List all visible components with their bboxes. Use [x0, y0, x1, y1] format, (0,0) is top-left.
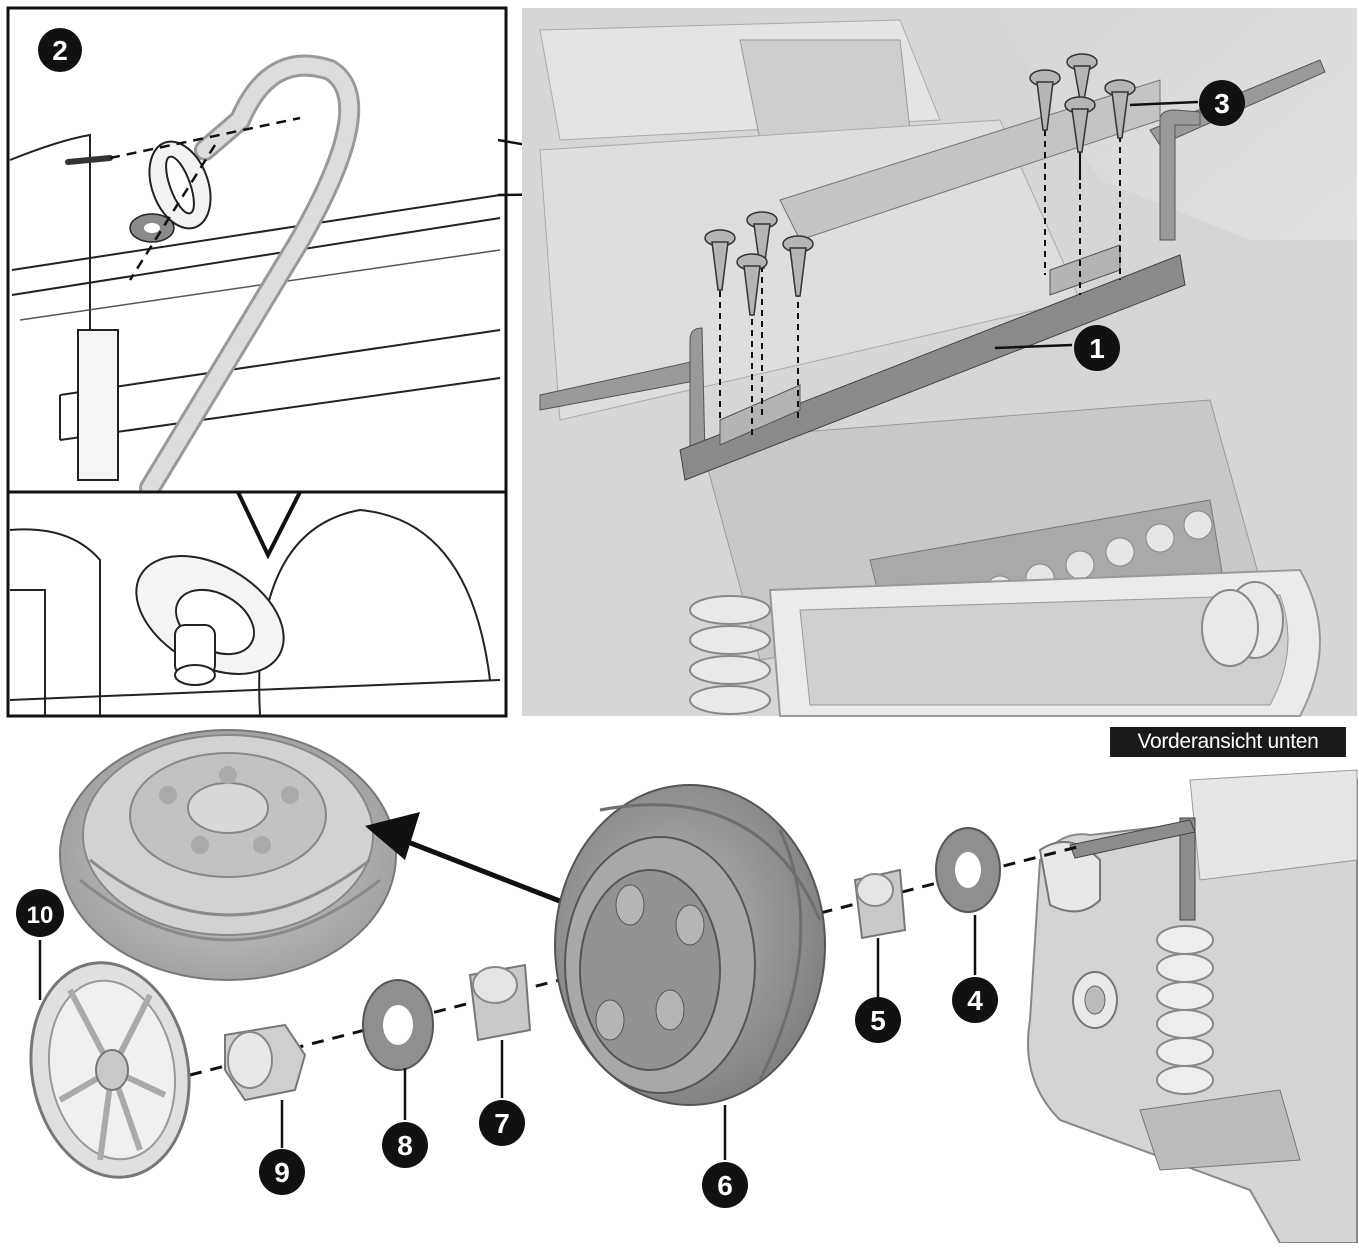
callout-9: 9 — [259, 1149, 305, 1195]
nut-part-9 — [224, 1023, 307, 1102]
svg-text:6: 6 — [717, 1170, 733, 1201]
hubcap-part-10 — [29, 961, 191, 1179]
chassis-front-view — [1027, 769, 1358, 1244]
direction-arrow-head — [365, 812, 420, 860]
direction-arrow — [389, 832, 571, 908]
screws-left — [704, 211, 814, 440]
tire-part-6 — [554, 784, 826, 1106]
detail-panel-washer — [6, 490, 508, 718]
callout-2: 2 — [38, 28, 82, 72]
detail-panel-2 — [6, 6, 508, 499]
leader-line-1 — [994, 343, 1073, 350]
svg-text:1: 1 — [1089, 333, 1105, 364]
callout-leaders — [38, 915, 977, 1160]
callout-4: 4 — [952, 977, 998, 1023]
callout-10: 10 — [16, 889, 64, 937]
tire-reference-view — [59, 729, 397, 981]
spacer-part-7 — [468, 963, 532, 1042]
svg-text:8: 8 — [397, 1130, 413, 1161]
svg-text:3: 3 — [1214, 88, 1230, 119]
svg-text:2: 2 — [52, 35, 68, 66]
callout-1: 1 — [1074, 325, 1120, 371]
svg-text:9: 9 — [274, 1157, 290, 1188]
callout-5: 5 — [855, 997, 901, 1043]
svg-text:7: 7 — [494, 1108, 510, 1139]
svg-text:4: 4 — [967, 985, 983, 1016]
callout-8: 8 — [382, 1122, 428, 1168]
washer-part-8 — [362, 979, 434, 1071]
callout-7: 7 — [479, 1100, 525, 1146]
view-caption: Vorderansicht unten — [1110, 727, 1346, 757]
leader-line-3 — [1129, 100, 1199, 107]
svg-text:5: 5 — [870, 1005, 886, 1036]
screws-right — [1029, 53, 1136, 295]
chassis-view — [522, 8, 1357, 717]
callout-6: 6 — [702, 1162, 748, 1208]
spacer-part-5 — [853, 868, 907, 940]
svg-text:10: 10 — [27, 902, 54, 929]
callout-3: 3 — [1199, 80, 1245, 126]
washer-part-4 — [935, 827, 1001, 913]
